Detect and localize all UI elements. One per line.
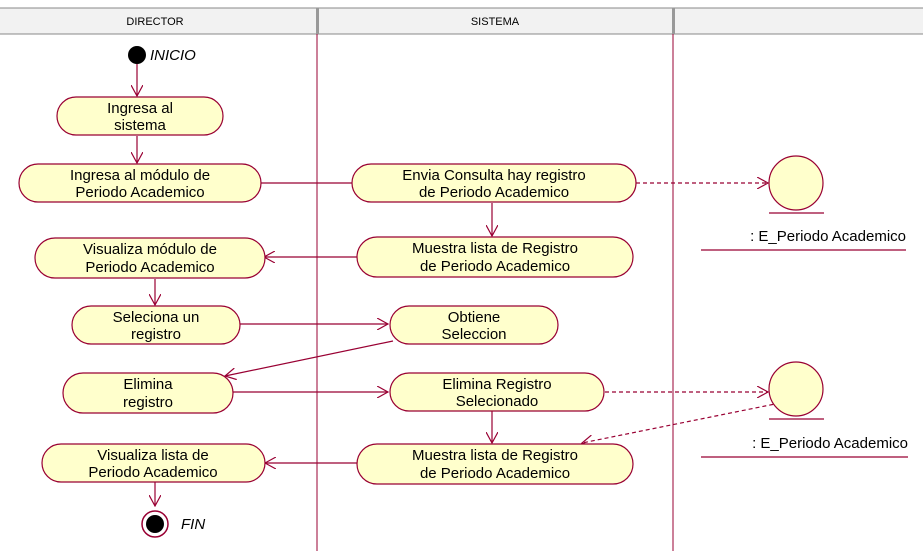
activity-label-line-1: Visualiza lista de: [97, 447, 208, 464]
activity-label-line-2: Periodo Academico: [85, 259, 214, 276]
activity-label-line-1: Seleciona un: [113, 309, 200, 326]
activity-label-line-1: Ingresa al módulo de: [70, 167, 210, 184]
activity-label-line-2: Selecionado: [456, 393, 539, 410]
activity-label-line-1: Muestra lista de Registro: [412, 447, 578, 464]
lane-header-row: [0, 8, 923, 34]
activity-label-line-1: Elimina: [123, 376, 173, 393]
lane-header-director: DIRECTOR: [126, 16, 183, 28]
start-label: INICIO: [150, 47, 196, 64]
activity-label-line-1: Visualiza módulo de: [83, 241, 217, 258]
activity-visualiza-modulo: Visualiza módulo de Periodo Academico: [34, 237, 266, 279]
activity-label-line-2: de Periodo Academico: [420, 465, 570, 482]
activity-obtiene-seleccion: Obtiene Seleccion: [389, 305, 559, 345]
dependency-entity-to-muestra: [582, 402, 781, 443]
flow-obtiene-to-elimina: [225, 340, 394, 376]
entity-object-1: : E_Periodo Academico: [701, 155, 906, 251]
entity-label: : E_Periodo Academico: [750, 228, 906, 245]
end-node: [141, 510, 169, 538]
activity-ingresa-sistema: Ingresa al sistema: [56, 96, 224, 136]
activity-muestra-lista-2: Muestra lista de Registro de Periodo Aca…: [356, 443, 634, 485]
activity-label-line-1: Muestra lista de Registro: [412, 240, 578, 257]
activity-selecciona-registro: Seleciona un registro: [71, 305, 241, 345]
activity-elimina-seleccionado: Elimina Registro Selecionado: [389, 372, 605, 412]
activity-label-line-2: registro: [131, 326, 181, 343]
activity-label-line-1: Envia Consulta hay registro: [402, 167, 585, 184]
activity-label-line-2: Periodo Academico: [75, 184, 204, 201]
activity-muestra-lista-1: Muestra lista de Registro de Periodo Aca…: [356, 236, 634, 278]
start-node: [128, 46, 146, 64]
end-label: FIN: [181, 516, 205, 533]
activity-label-line-2: de Periodo Academico: [419, 184, 569, 201]
activity-label-line-2: Periodo Academico: [88, 464, 217, 481]
activity-visualiza-lista: Visualiza lista de Periodo Academico: [41, 443, 266, 483]
activity-ingresa-modulo: Ingresa al módulo de Periodo Academico: [18, 163, 262, 203]
activity-label-line-2: sistema: [114, 117, 166, 134]
activity-label-line-1: Elimina Registro: [442, 376, 551, 393]
activity-elimina-registro: Elimina registro: [62, 372, 234, 414]
entity-object-2: : E_Periodo Academico: [701, 361, 908, 458]
lane-header-sistema: SISTEMA: [471, 16, 520, 28]
entity-label: : E_Periodo Academico: [752, 435, 908, 452]
activity-label-line-1: Obtiene: [448, 309, 501, 326]
entity-icon: [768, 361, 824, 417]
activity-label-line-1: Ingresa al: [107, 100, 173, 117]
entity-icon: [768, 155, 824, 211]
activity-label-line-2: registro: [123, 394, 173, 411]
activity-label-line-2: Seleccion: [441, 326, 506, 343]
activity-envia-consulta: Envia Consulta hay registro de Periodo A…: [351, 163, 637, 203]
activity-label-line-2: de Periodo Academico: [420, 258, 570, 275]
